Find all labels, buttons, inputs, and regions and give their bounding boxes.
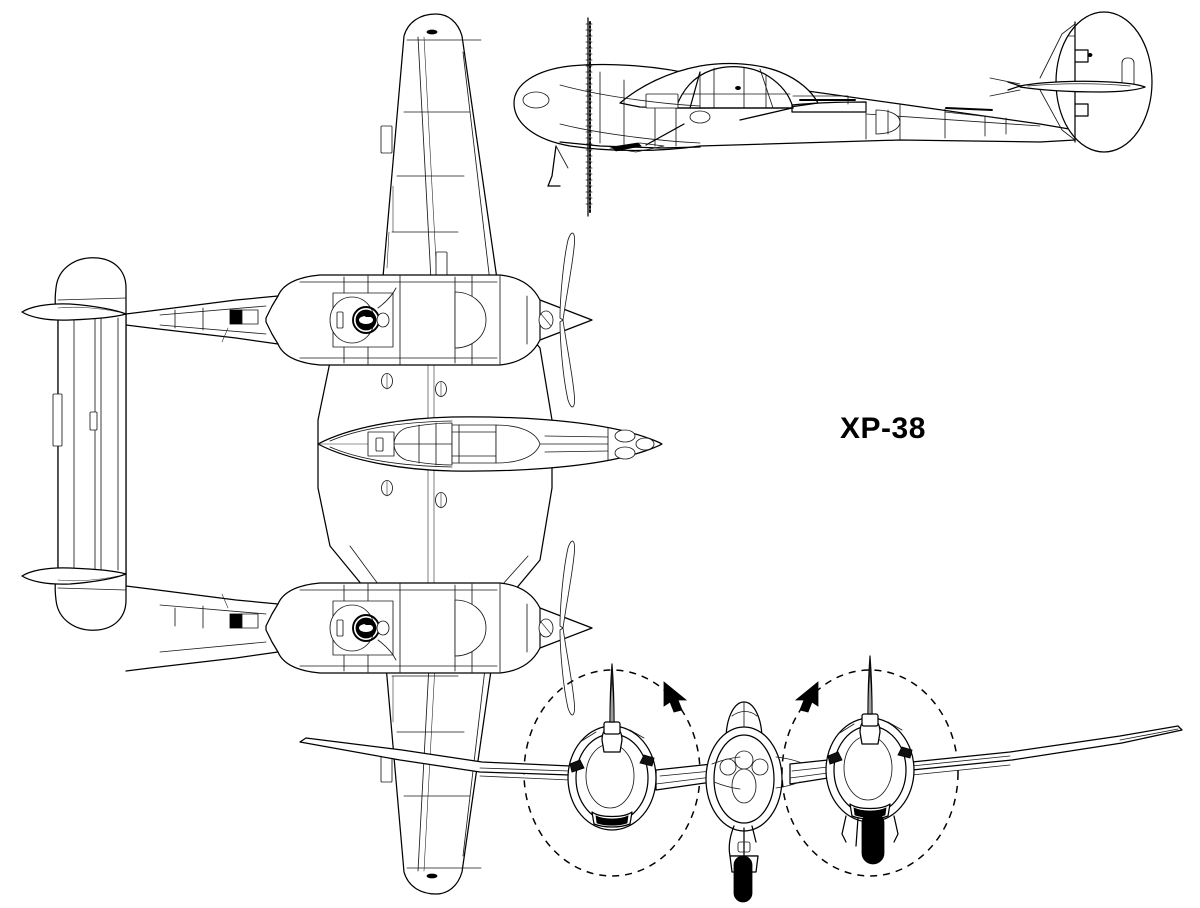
- plan-lower-turbosupercharger: [329, 600, 397, 661]
- plan-central-gondola: [317, 416, 663, 472]
- front-inner-wings: [479, 759, 1011, 791]
- aircraft-type-label: XP-38: [840, 412, 926, 445]
- plan-port-wing-panel: [380, 13, 501, 306]
- side-canopy: [675, 66, 794, 109]
- front-nose-armament-cluster: [719, 750, 769, 804]
- plan-lower-propeller: [559, 540, 575, 716]
- plan-view: [21, 13, 663, 895]
- front-wings: [299, 725, 1183, 776]
- right-rotation-arrow: [794, 681, 819, 713]
- side-view: [513, 11, 1153, 217]
- front-right-nacelle: [825, 655, 915, 847]
- plan-upper-turbosupercharger: [329, 287, 397, 348]
- plan-tail-assembly: [21, 257, 127, 631]
- front-view: [299, 655, 1183, 903]
- right-main-wheel-tire: [861, 811, 885, 865]
- side-propeller-disc: [585, 17, 593, 217]
- plan-nose-armament-ports: [614, 429, 655, 460]
- plan-lower-engine-boom: [125, 540, 593, 716]
- side-vertical-tail: [989, 11, 1153, 153]
- left-rotation-arrow: [663, 681, 688, 713]
- front-left-nacelle: [567, 663, 657, 831]
- plan-upper-propeller: [559, 232, 575, 408]
- plan-upper-engine-boom: [125, 232, 593, 408]
- front-landing-gear-wheels: [733, 811, 885, 903]
- nose-wheel-tire: [733, 855, 753, 903]
- plan-wing-access-hatches: [381, 373, 447, 509]
- front-central-gondola: [705, 701, 803, 873]
